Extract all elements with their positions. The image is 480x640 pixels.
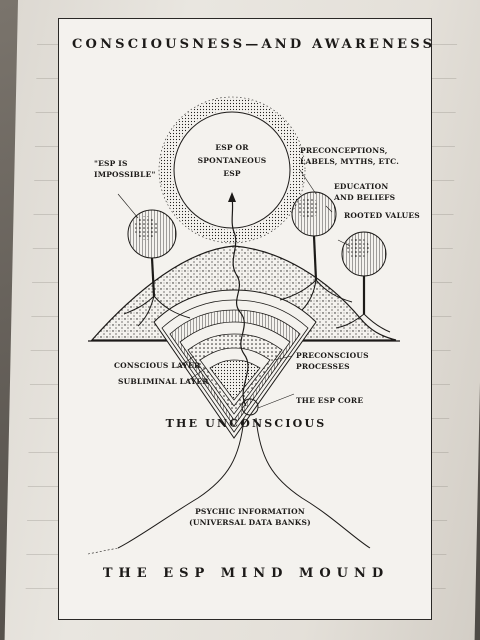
label-education-2: AND BELIEFS [334,193,396,202]
label-esp-sun-2: SPONTANEOUS [197,156,267,165]
leader-lines [117,169,351,409]
esp-core [241,398,259,416]
label-esp-impossible-1: "ESP IS [94,159,128,168]
label-preconscious-2: PROCESSES [296,362,350,371]
esp-pathway [228,192,249,407]
label-subliminal-layer: SUBLIMINAL LAYER [118,377,209,386]
label-preconceptions-2: LABELS, MYTHS, ETC. [300,157,400,166]
label-conscious-layer: CONSCIOUS LAYER [114,361,201,370]
label-preconscious-1: PRECONSCIOUS [296,351,369,360]
label-esp-sun-3: ESP [223,169,241,178]
tree-rooted-values [335,231,391,333]
footer-title: THE ESP MIND MOUND [102,566,390,581]
esp-mind-mound-diagram [87,96,400,555]
label-psychic-info-1: PSYCHIC INFORMATION [195,507,305,516]
tree-esp-impossible [123,209,191,327]
label-esp-impossible-2: IMPOSSIBLE" [94,170,156,179]
layered-cone [153,289,317,439]
label-esp-core: THE ESP CORE [296,396,364,405]
tree-education [279,191,353,311]
label-psychic-info-2: (UNIVERSAL DATA BANKS) [189,518,311,527]
label-the-unconscious: THE UNCONSCIOUS [165,417,327,430]
label-rooted-values: ROOTED VALUES [344,211,420,220]
label-education-1: EDUCATION [334,182,389,191]
unconscious-funnel [87,417,371,555]
esp-sun [158,96,306,244]
diagram-title: CONSCIOUSNESS—AND AWARENESS [72,37,436,52]
label-preconceptions-1: PRECONCEPTIONS, [300,146,388,155]
label-esp-sun-1: ESP OR [215,143,249,152]
